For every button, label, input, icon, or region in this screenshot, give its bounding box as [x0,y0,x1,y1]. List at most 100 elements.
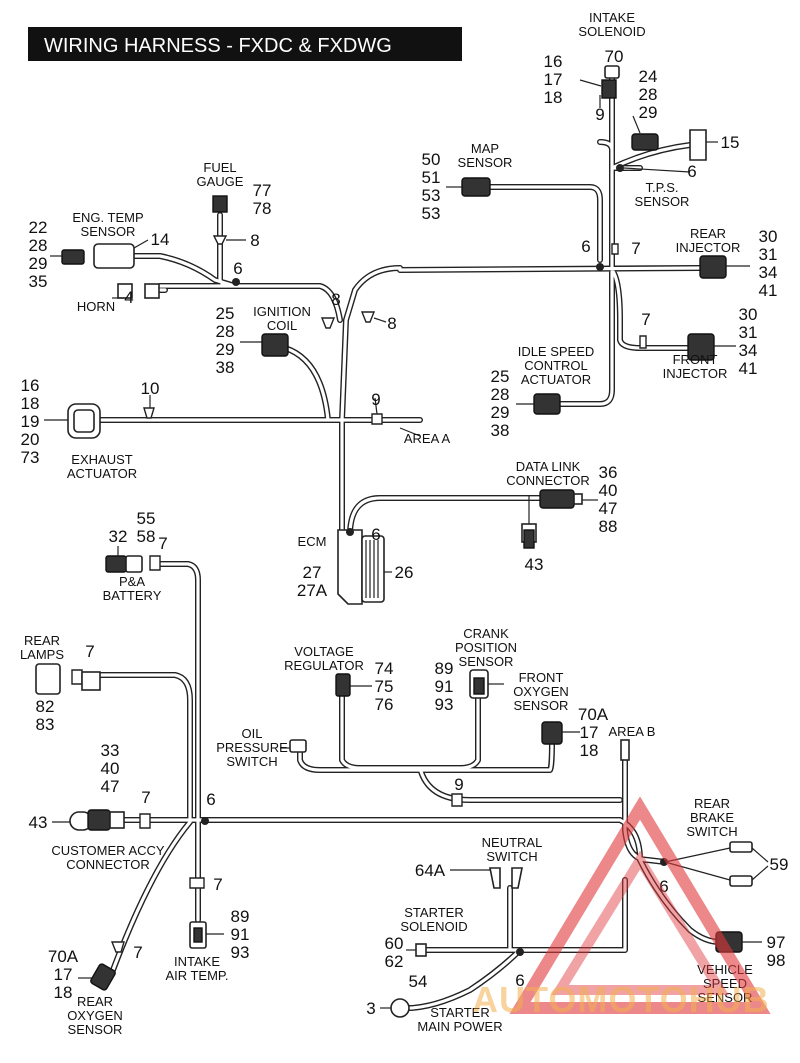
exhaust-actuator [44,395,155,439]
data-link-callout: 40 [599,481,618,500]
starter-solenoid-label: SOLENOID [400,919,467,934]
pa-battery-callout: 55 [137,509,156,528]
front-injector-callout: 30 [739,305,758,324]
pa-battery-callout: 7 [158,534,167,553]
intake-solenoid-callout: 16 [544,52,563,71]
voltage-regulator-callout: 74 [375,659,394,678]
voltage-regulator-callout: 75 [375,677,394,696]
map-sensor-label: MAP [471,141,499,156]
idle-speed-control-callout: 29 [491,403,510,422]
starter-solenoid [406,943,524,957]
intake-solenoid-callout: 17 [544,70,563,89]
ignition-coil-callout: 28 [216,322,235,341]
customer-accy-callout: 6 [206,790,215,809]
intake-solenoid-label: INTAKE [589,10,635,25]
front-injector-label: INJECTOR [663,366,728,381]
exhaust-actuator-callout: 73 [21,448,40,467]
ignition-coil-label: COIL [267,318,297,333]
idle-speed-control-label: IDLE SPEED [518,344,595,359]
pa-battery-callout: 58 [137,527,156,546]
rear-lamps-callout: 83 [36,715,55,734]
ignition-coil-callout: 38 [216,358,235,377]
ignition-coil-callout: 29 [216,340,235,359]
eng-temp-sensor-callout: 29 [29,254,48,273]
data-link-connector [521,489,598,549]
rear-injector-callout: 6 [581,237,590,256]
exhaust-actuator-label: ACTUATOR [67,466,137,481]
rear-oxygen-label: SENSOR [68,1022,123,1037]
eng-temp-sensor [50,239,240,286]
neutral-switch [450,867,523,889]
rear-injector-callout: 30 [759,227,778,246]
ignition-coil-callout: 25 [216,304,235,323]
front-injector-callout: 7 [641,310,650,329]
neutral-switch-label: SWITCH [486,849,537,864]
crank-position-callout: 93 [435,695,454,714]
rear-lamps [35,663,101,695]
data-link-callout: 43 [525,555,544,574]
rear-oxygen-callout: 70A [48,947,79,966]
tps-sensor [616,115,718,173]
intake-air-temp-callout: 89 [231,907,250,926]
rear-lamps-label: REAR [24,633,60,648]
horn [112,283,160,299]
crank-position-label: CRANK [463,626,509,641]
fuel-gauge-label: GAUGE [197,174,244,189]
rear-injector-label: INJECTOR [676,240,741,255]
intake-air-temp-sensor [189,877,224,949]
rear-oxygen-callout: 7 [133,943,142,962]
area-a-label: AREA A [404,431,451,446]
front-injector-callout: 41 [739,359,758,378]
ecm [337,528,392,605]
oil-pressure-switch [280,739,463,807]
rear-brake-label: BRAKE [690,810,734,825]
horn-callout: 6 [233,259,242,278]
rear-oxygen-sensor [78,941,125,991]
tps-sensor-label: SENSOR [635,194,690,209]
intake-solenoid-callout: 70 [605,47,624,66]
front-oxygen-label: FRONT [519,670,564,685]
idle-speed-control-callout: 38 [491,421,510,440]
oil-pressure-label: SWITCH [226,754,277,769]
area-b-label: AREA B [609,724,656,739]
pa-battery-callout: 32 [109,527,128,546]
diagram-title: WIRING HARNESS - FXDC & FXDWG [44,35,392,57]
data-link-callout: 88 [599,517,618,536]
map-sensor-callout: 53 [422,186,441,205]
area-b-end [620,739,630,761]
vehicle-speed-callout: 98 [767,951,786,970]
automotohub-watermark: AUTOMOTOHUB [472,796,771,1020]
customer-accy-callout: 43 [29,813,48,832]
data-link-label: CONNECTOR [506,473,590,488]
crank-position-callout: 89 [435,659,454,678]
customer-accy-callout: 33 [101,741,120,760]
ecm-label: ECM [298,534,327,549]
harness-wires [77,75,723,1012]
front-oxygen-sensor [541,721,580,745]
idle-speed-actuator [516,393,561,415]
tps-sensor-callout: 28 [639,85,658,104]
horn-label: HORN [77,299,115,314]
starter-solenoid-callout: 62 [385,952,404,971]
customer-accy-callout: 40 [101,759,120,778]
tps-sensor-callout: 29 [639,103,658,122]
starter-main-power-label: MAIN POWER [417,1019,502,1034]
idle-speed-control-label: ACTUATOR [521,372,591,387]
watermark-triangle-inner [551,850,729,995]
intake-air-temp-callout: 91 [231,925,250,944]
customer-accy-label: CONNECTOR [66,857,150,872]
idle-speed-control-callout: 28 [491,385,510,404]
exhaust-actuator-callout: 18 [21,394,40,413]
ignition-coil-callout: 8 [331,290,340,309]
front-injector-callout: 34 [739,341,758,360]
watermark-text: AUTOMOTOHUB [472,979,770,1020]
map-sensor [446,177,491,197]
rear-oxygen-label: REAR [77,994,113,1009]
data-link-callout: 36 [599,463,618,482]
fuel-gauge [212,195,246,245]
rear-lamps-label: LAMPS [20,647,64,662]
front-injector-callout: 31 [739,323,758,342]
front-oxygen-callout: 70A [578,705,609,724]
fuel-gauge-callout: 78 [253,199,272,218]
